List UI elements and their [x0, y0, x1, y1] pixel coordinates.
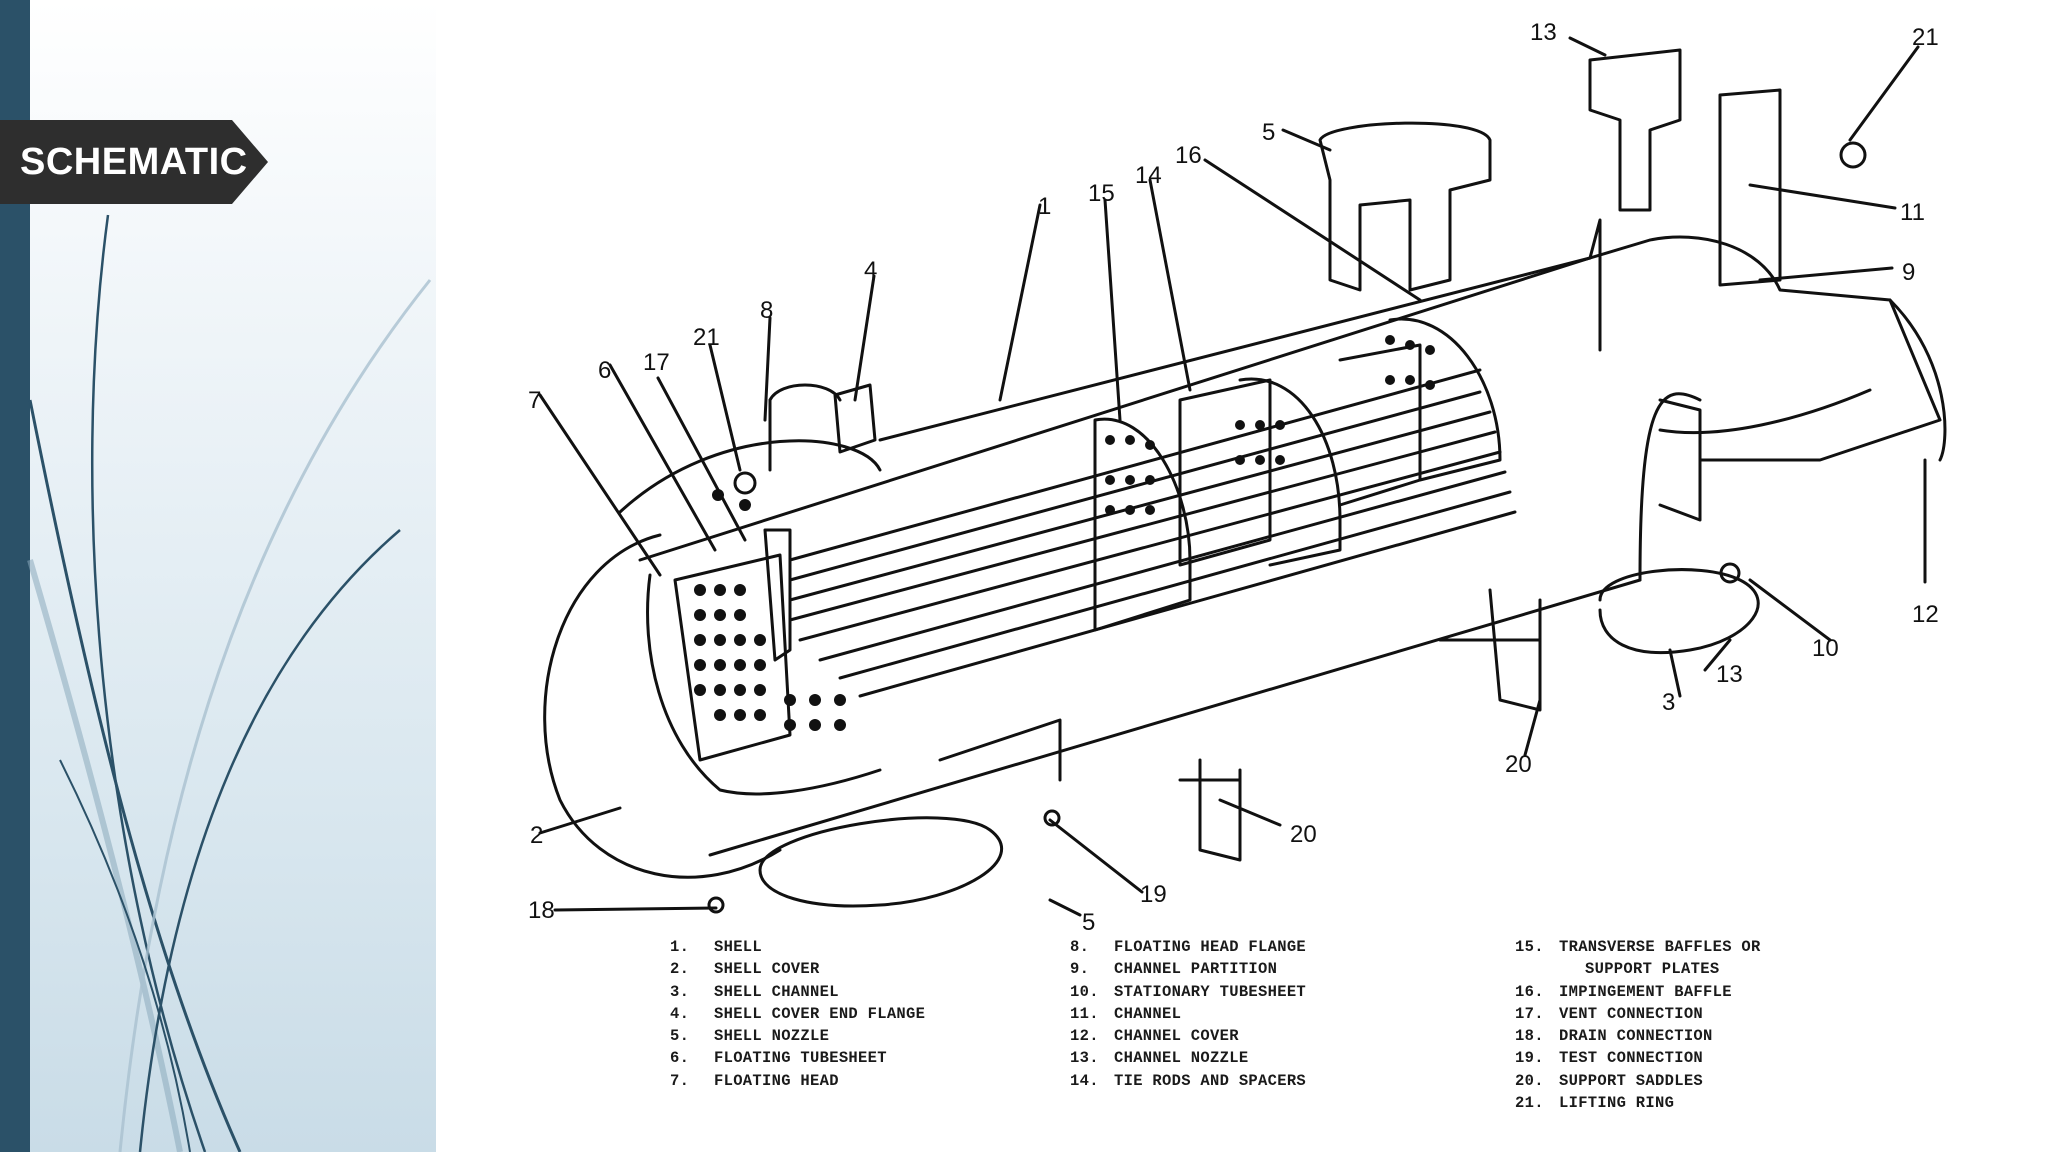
- callout-6: 6: [598, 357, 611, 384]
- decorative-swooshes: [27, 214, 432, 1152]
- legend-item-number: 11.: [1070, 1004, 1099, 1023]
- legend-item: SUPPORT PLATES: [1515, 960, 1761, 982]
- heat-exchanger-diagram: 13 21 5 16 1 15 14 4 8 21 6 17 7 11 9 2 …: [528, 19, 1947, 936]
- legend-item-label: TRANSVERSE BAFFLES OR: [1559, 938, 1761, 956]
- section-tag-label: SCHEMATIC: [20, 141, 248, 183]
- legend-item: 18. DRAIN CONNECTION: [1515, 1027, 1761, 1049]
- legend-item-number: 13.: [1070, 1049, 1099, 1068]
- legend-item: 2. SHELL COVER: [670, 960, 925, 982]
- legend-item-number: 4.: [670, 1004, 690, 1023]
- legend-item-label: CHANNEL NOZZLE: [1114, 1049, 1249, 1068]
- diagram-callouts: 13 21 5 16 1 15 14 4 8 21 6 17 7 11 9 2 …: [528, 19, 1939, 936]
- legend-item-number: 20.: [1515, 1071, 1544, 1090]
- legend-item: 10. STATIONARY TUBESHEET: [1070, 983, 1306, 1005]
- callout-20-left: 20: [1290, 821, 1317, 848]
- legend-item-label: SHELL COVER END FLANGE: [714, 1004, 926, 1023]
- legend-item: 9. CHANNEL PARTITION: [1070, 960, 1306, 982]
- legend-item-label: TEST CONNECTION: [1559, 1049, 1704, 1068]
- legend-item: 16. IMPINGEMENT BAFFLE: [1515, 983, 1761, 1005]
- legend-item: 6. FLOATING TUBESHEET: [670, 1049, 925, 1071]
- legend-item-label: SUPPORT SADDLES: [1559, 1071, 1704, 1090]
- legend-item-number: 16.: [1515, 982, 1544, 1001]
- callout-4: 4: [864, 257, 877, 284]
- legend-item-label: VENT CONNECTION: [1559, 1004, 1704, 1023]
- legend-column-1: 1. SHELL 2. SHELL COVER 3. SHELL CHANNEL 4. SHE…: [670, 938, 925, 1094]
- callout-3: 3: [1662, 689, 1675, 716]
- legend-item-label: DRAIN CONNECTION: [1559, 1027, 1713, 1046]
- legend-item: 8. FLOATING HEAD FLANGE: [1070, 938, 1306, 960]
- legend-item-label: STATIONARY TUBESHEET: [1114, 982, 1307, 1001]
- callout-13-bottom: 13: [1716, 661, 1743, 688]
- legend-item-label: IMPINGEMENT BAFFLE: [1559, 982, 1732, 1001]
- legend-item-number: 15.: [1515, 938, 1544, 956]
- callout-20-right: 20: [1505, 751, 1532, 778]
- callout-12: 12: [1912, 601, 1939, 628]
- legend-item-number: 5.: [670, 1027, 690, 1046]
- legend-item: 21. LIFTING RING: [1515, 1094, 1761, 1116]
- legend-item-number: 18.: [1515, 1027, 1544, 1046]
- legend-item-number: 17.: [1515, 1004, 1544, 1023]
- legend-item: 7. FLOATING HEAD: [670, 1072, 925, 1094]
- legend-item-label: SHELL: [714, 938, 763, 956]
- legend-item-number: 3.: [670, 982, 690, 1001]
- callout-5-top: 5: [1262, 119, 1275, 146]
- legend-item-label: SUPPORT PLATES: [1585, 960, 1720, 979]
- legend-item: 12. CHANNEL COVER: [1070, 1027, 1306, 1049]
- callout-8: 8: [760, 297, 773, 324]
- legend-item-number: 1.: [670, 938, 690, 956]
- callout-21-left: 21: [693, 324, 720, 351]
- legend-item: 1. SHELL: [670, 938, 925, 960]
- callout-18: 18: [528, 897, 555, 924]
- legend-item-number: 9.: [1070, 960, 1090, 979]
- legend-item: 13. CHANNEL NOZZLE: [1070, 1049, 1306, 1071]
- callout-15: 15: [1088, 180, 1115, 207]
- legend-item-number: 6.: [670, 1049, 690, 1068]
- callout-9: 9: [1902, 259, 1915, 286]
- callout-19: 19: [1140, 881, 1167, 908]
- callout-5-bottom: 5: [1082, 909, 1095, 936]
- callout-17: 17: [643, 349, 670, 376]
- legend-item-label: CHANNEL COVER: [1114, 1027, 1239, 1046]
- legend-item: 11. CHANNEL: [1070, 1005, 1306, 1027]
- legend-item: 4. SHELL COVER END FLANGE: [670, 1005, 925, 1027]
- callout-10: 10: [1812, 635, 1839, 662]
- callout-14: 14: [1135, 162, 1162, 189]
- legend-item-number: 2.: [670, 960, 690, 979]
- legend-item-label: SHELL COVER: [714, 960, 820, 979]
- legend-item: 5. SHELL NOZZLE: [670, 1027, 925, 1049]
- legend-item-label: FLOATING HEAD FLANGE: [1114, 938, 1307, 956]
- callout-11: 11: [1900, 199, 1925, 226]
- callout-7: 7: [528, 387, 541, 414]
- section-tag: SCHEMATIC: [0, 120, 268, 204]
- legend-item-label: FLOATING TUBESHEET: [714, 1049, 887, 1068]
- legend-item-label: CHANNEL PARTITION: [1114, 960, 1278, 979]
- legend-item-label: SHELL NOZZLE: [714, 1027, 830, 1046]
- legend-item-label: TIE RODS AND SPACERS: [1114, 1071, 1307, 1090]
- callout-16: 16: [1175, 142, 1202, 169]
- legend-item-label: SHELL CHANNEL: [714, 982, 839, 1001]
- legend-item: 17. VENT CONNECTION: [1515, 1005, 1761, 1027]
- legend-item: 15. TRANSVERSE BAFFLES OR: [1515, 938, 1761, 960]
- legend-item-number: 14.: [1070, 1071, 1099, 1090]
- legend-item: 14. TIE RODS AND SPACERS: [1070, 1072, 1306, 1094]
- legend-item: 20. SUPPORT SADDLES: [1515, 1072, 1761, 1094]
- legend-item-number: 19.: [1515, 1049, 1544, 1068]
- callout-2: 2: [530, 822, 543, 849]
- legend-item-label: CHANNEL: [1114, 1004, 1182, 1023]
- legend-column-2: 8. FLOATING HEAD FLANGE 9. CHANNEL PARTITIO…: [1070, 938, 1306, 1094]
- callout-13-top: 13: [1530, 19, 1557, 46]
- legend-item-number: 21.: [1515, 1094, 1544, 1113]
- legend-item-number: 12.: [1070, 1027, 1099, 1046]
- legend-item-number: 8.: [1070, 938, 1090, 956]
- legend-item-number: 7.: [670, 1071, 690, 1090]
- legend-item: 3. SHELL CHANNEL: [670, 983, 925, 1005]
- legend-item-label: FLOATING HEAD: [714, 1071, 839, 1090]
- legend-item: 19. TEST CONNECTION: [1515, 1049, 1761, 1071]
- legend-item-label: LIFTING RING: [1559, 1094, 1675, 1113]
- callout-21-top: 21: [1912, 24, 1939, 51]
- callout-1: 1: [1038, 193, 1051, 220]
- legend-column-3: 15. TRANSVERSE BAFFLES OR SUPPORT PLATES 16…: [1515, 938, 1761, 1116]
- legend-item-number: 10.: [1070, 982, 1099, 1001]
